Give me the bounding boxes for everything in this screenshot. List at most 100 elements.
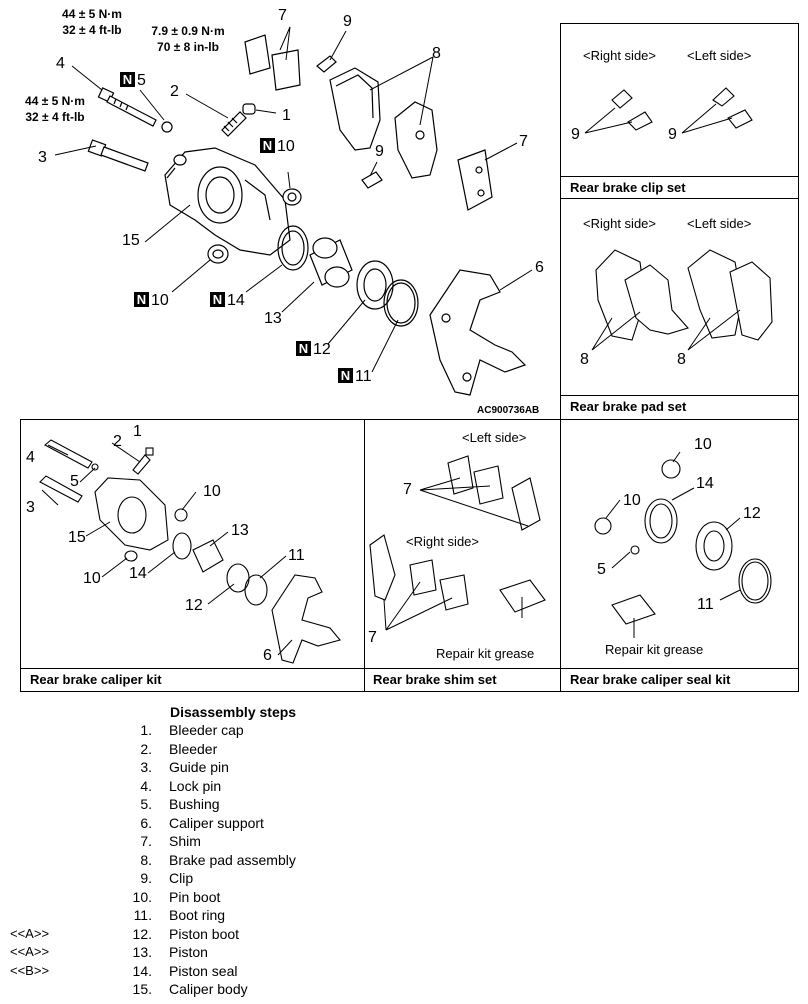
step-row: 15.Caliper body	[0, 981, 400, 999]
callout-12: 12	[743, 505, 761, 522]
step-row: <<A>>12.Piston boot	[0, 926, 400, 944]
clip-icon	[727, 109, 753, 129]
shim-icon	[439, 574, 469, 611]
callout-10: 10	[83, 570, 101, 587]
step-row: 7.Shim	[0, 833, 400, 851]
pin-boot-icon	[661, 459, 681, 479]
new-part-mark: N	[260, 138, 275, 153]
callout-9: 9	[375, 143, 384, 160]
torque-spec-lock-pin: 44 ± 5 N·m 32 ± 4 ft-lb	[52, 7, 132, 38]
clip-icon	[611, 89, 633, 109]
pin-boot-icon	[594, 517, 612, 535]
torque-value: 32 ± 4 ft-lb	[62, 22, 122, 37]
brake-pad-icon	[595, 249, 689, 341]
callout-5: 5	[597, 561, 606, 578]
step-text: Caliper body	[169, 981, 248, 997]
brake-pad-icon	[687, 249, 773, 341]
divider	[560, 176, 799, 177]
caliper-support-icon	[429, 269, 527, 396]
step-number: 11.	[133, 907, 152, 923]
panel-caption: Rear brake clip set	[570, 180, 686, 195]
step-row: 5.Bushing	[0, 796, 400, 814]
grease-label: Repair kit grease	[605, 642, 704, 657]
callout-7: 7	[278, 7, 287, 24]
panel-caption: Rear brake caliper seal kit	[570, 672, 731, 687]
shim-icon	[473, 465, 504, 505]
callout-9: 9	[571, 126, 580, 143]
pin-boot-icon	[282, 188, 302, 206]
callout-14: 14	[129, 565, 147, 582]
torque-value: 7.9 ± 0.9 N·m	[151, 24, 225, 38]
step-row: <<A>>13.Piston	[0, 944, 400, 962]
callout-3: 3	[26, 499, 35, 516]
torque-spec-bleeder: 7.9 ± 0.9 N·m 70 ± 8 in-lb	[138, 24, 238, 55]
lock-pin-icon	[44, 439, 93, 469]
step-text: Pin boot	[169, 888, 221, 905]
shim-icon	[511, 477, 541, 531]
step-number: 4.	[140, 777, 152, 794]
callout-8: 8	[677, 351, 686, 368]
step-row: <<B>>14.Piston seal	[0, 963, 400, 981]
bleeder-cap-icon	[145, 447, 154, 456]
torque-value: 44 ± 5 N·m	[62, 7, 122, 21]
new-part-mark: N	[120, 72, 135, 87]
callout-13: 13	[231, 522, 249, 539]
new-part-mark: N	[134, 292, 149, 307]
step-text: Guide pin	[169, 759, 229, 775]
step-text: Bleeder cap	[169, 722, 244, 738]
step-number: 8.	[140, 851, 152, 868]
callout-number: 10	[151, 292, 169, 309]
step-mark: <<B>>	[10, 962, 50, 978]
callout-number: 14	[227, 292, 245, 309]
step-number: 9.	[140, 870, 152, 886]
right-side-label: <Right side>	[583, 48, 656, 63]
callout-1: 1	[133, 423, 142, 440]
callout-2: 2	[170, 83, 179, 100]
callout-7: 7	[368, 629, 377, 646]
step-number: 7.	[140, 833, 152, 849]
clip-icon	[712, 87, 735, 107]
caliper-body-icon	[94, 477, 169, 551]
divider	[20, 668, 799, 669]
exploded-diagram-drawing	[39, 26, 773, 664]
piston-seal-icon	[644, 498, 678, 544]
callout-number: 11	[355, 368, 372, 385]
step-number: 2.	[140, 740, 152, 757]
callout-number: 12	[313, 341, 331, 358]
bleeder-icon	[132, 454, 151, 475]
panel-caption: Rear brake caliper kit	[30, 672, 162, 687]
callout-6: 6	[535, 259, 544, 276]
pin-boot-icon	[207, 244, 229, 264]
piston-icon	[192, 539, 224, 573]
piston-icon	[309, 237, 353, 288]
callout-13: 13	[264, 310, 282, 327]
caliper-support-icon	[271, 574, 341, 664]
step-row: 8.Brake pad assembly	[0, 852, 400, 870]
boot-ring-icon	[244, 574, 268, 606]
callout-7: 7	[519, 133, 528, 150]
clip-icon	[361, 171, 383, 189]
panel-caption: Rear brake pad set	[570, 399, 687, 414]
step-number: 12.	[132, 925, 152, 942]
bushing-icon	[630, 545, 640, 555]
guide-pin-icon	[39, 475, 83, 503]
lock-pin-icon	[97, 87, 157, 127]
callout-4: 4	[26, 449, 35, 466]
shim-icon	[447, 455, 474, 495]
piston-seal-icon	[277, 225, 309, 271]
callout-1: 1	[282, 107, 291, 124]
right-side-label: <Right side>	[406, 534, 479, 549]
grease-packet-icon	[611, 594, 656, 625]
boot-ring-icon	[738, 558, 772, 604]
pin-boot-icon	[174, 508, 188, 522]
left-side-label: <Left side>	[687, 48, 752, 63]
boot-ring-icon	[383, 279, 419, 327]
panel-caption: Rear brake shim set	[373, 672, 497, 687]
pin-boot-icon	[124, 550, 138, 562]
seal-kit-panel	[560, 419, 799, 692]
torque-value: 44 ± 5 N·m	[25, 94, 85, 108]
